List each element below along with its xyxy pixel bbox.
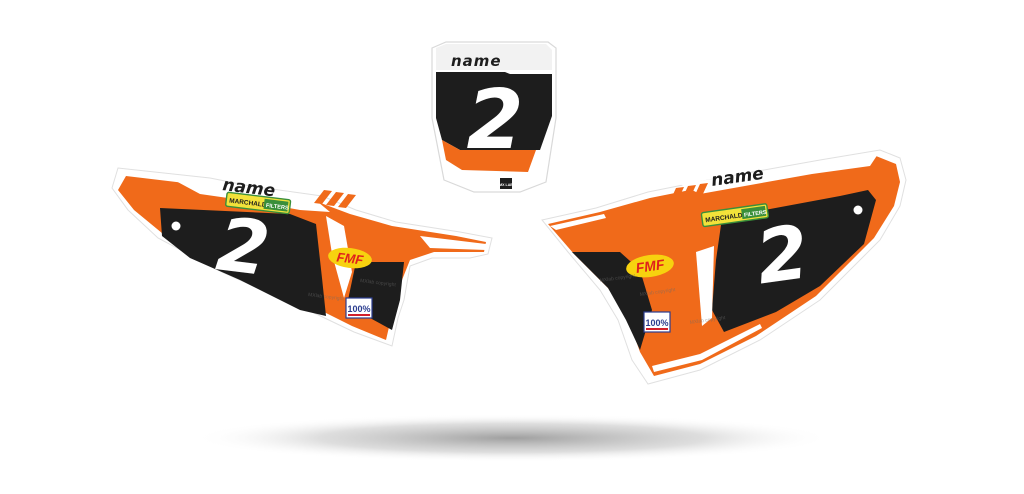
svg-text:MXlab copyright: MXlab copyright (689, 315, 726, 326)
left-watermarks: MXlab copyright MXlab copyright (308, 278, 397, 302)
svg-text:MXlab copyright: MXlab copyright (308, 292, 345, 302)
right-panel-mount-hole (853, 205, 863, 215)
right-panel-white-swoosh (652, 324, 762, 372)
left-name-slash-3 (338, 194, 356, 208)
front-plate-orange-stripe (442, 140, 536, 172)
right-marchald-sticker: MARCHALD FILTERS (700, 203, 769, 228)
right-fmf-text: FMF (635, 256, 666, 276)
right-filters-text: FILTERS (744, 210, 768, 219)
left-side-panel: name 2 MARCHALD FILTERS FMF 100% MXlab c… (111, 167, 493, 350)
svg-text:MXlab copyright: MXlab copyright (360, 278, 397, 288)
front-plate-white-band (436, 44, 552, 70)
right-100-text: 100% (645, 318, 668, 328)
front-plate-white-slash (500, 70, 552, 74)
right-panel-white-accent (550, 214, 606, 230)
right-100-percent-logo: 100% (643, 311, 671, 333)
ground-shadow (192, 414, 832, 462)
right-panel-number: 2 (751, 209, 814, 301)
front-number-plate: name 2 MX LAB (431, 41, 557, 193)
right-name-slash-2 (682, 185, 696, 199)
left-panel-black-lower (348, 262, 404, 330)
left-panel-number: 2 (212, 201, 274, 293)
left-fmf-logo: FMF (328, 247, 372, 269)
mxlab-badge-text: MX LAB (499, 183, 513, 187)
left-marchald-sticker: MARCHALD FILTERS (225, 191, 292, 215)
left-name-slash-2 (326, 192, 344, 206)
front-plate-black-field (436, 72, 552, 150)
right-panel-white-top-band (680, 154, 878, 194)
front-plate-number: 2 (466, 73, 523, 168)
right-name-slash-3 (694, 183, 708, 197)
right-fmf-logo: FMF (626, 254, 674, 278)
mxlab-badge (500, 178, 512, 189)
front-plate-name: name (451, 52, 502, 70)
svg-text:MXlab copyright: MXlab copyright (599, 273, 636, 284)
left-100-percent-logo: 100% (345, 297, 373, 319)
left-100-text: 100% (347, 304, 370, 314)
right-name-slash-1 (670, 187, 684, 201)
right-panel-white-stripe (696, 246, 714, 326)
left-filters-text: FILTERS (265, 203, 289, 212)
right-watermarks: MXlab copyright MXlab copyright MXlab co… (599, 273, 726, 326)
left-panel-mount-hole (171, 221, 181, 231)
svg-text:MXlab copyright: MXlab copyright (639, 287, 676, 298)
left-panel-black-field (160, 208, 326, 316)
left-marchald-text: MARCHALD (229, 197, 267, 209)
left-panel-white-accent (420, 236, 486, 250)
right-panel-black-field (712, 190, 876, 332)
left-panel-white-swoosh (298, 312, 386, 350)
left-name-slash-1 (314, 190, 332, 204)
left-fmf-text: FMF (336, 249, 365, 267)
right-panel-black-lower (572, 252, 652, 350)
right-side-panel: name 2 MARCHALD FILTERS FMF 100% MXlab c… (541, 149, 907, 385)
